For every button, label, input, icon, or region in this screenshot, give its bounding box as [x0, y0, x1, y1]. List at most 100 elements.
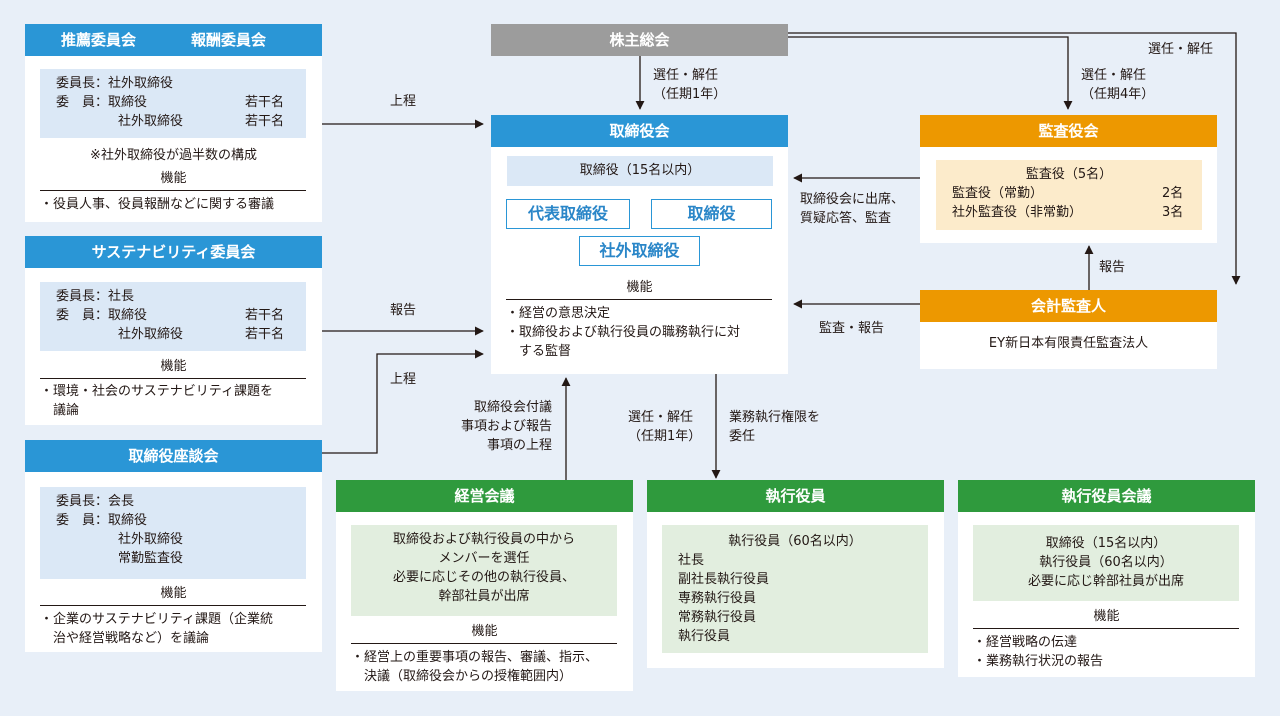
representative-director-tag: 代表取締役 [506, 199, 630, 229]
officer-rank: 社長 [678, 553, 705, 568]
sustainability-committee-header: サステナビリティ委員会 [25, 236, 322, 268]
board-of-directors-box: 取締役会 取締役（15名以内） 代表取締役 取締役 社外取締役 機能 ・経営の意… [491, 115, 788, 374]
function-item: ・業務執行状況の報告 [973, 654, 1104, 669]
label-report: 報告 [390, 303, 417, 318]
divider [351, 643, 617, 644]
label-elect-board-term: （任期1年） [653, 87, 727, 102]
executive-meeting-desc-panel: 取締役（15名以内） 執行役員（60名以内） 必要に応じ幹部社員が出席 [973, 525, 1239, 601]
audit-board-box: 監査役会 監査役（5名） 監査役（常勤） 2名 社外監査役（非常勤） 3名 [920, 115, 1217, 243]
label-report-up: 上程 [390, 372, 417, 387]
label-report-up: 上程 [390, 94, 417, 109]
label-audit-report: 監査・報告 [819, 321, 885, 336]
function-item: ・取締役および執行役員の職務執行に対 [506, 325, 741, 340]
function-item: ・経営上の重要事項の報告、審議、指示、 [351, 650, 599, 665]
member-role: 社外取締役 [118, 327, 184, 342]
nomination-compensation-header: 推薦委員会 報酬委員会 [25, 24, 322, 56]
desc-line: 取締役（15名以内） [1045, 536, 1167, 551]
function-item: する監督 [519, 344, 572, 359]
director-tag: 取締役 [651, 199, 772, 229]
audit-board-header: 監査役会 [920, 115, 1217, 147]
member-role: 社外監査役（非常勤） [952, 205, 1083, 220]
divider [40, 378, 306, 379]
desc-line: メンバーを選任 [438, 551, 530, 566]
member-count: 2名 [1162, 186, 1184, 201]
accounting-auditor-header: 会計監査人 [920, 290, 1217, 322]
nomination-note: ※社外取締役が過半数の構成 [90, 148, 257, 163]
desc-line: 必要に応じ幹部社員が出席 [1027, 574, 1184, 589]
label-council-items: 取締役会付議 [473, 400, 552, 415]
function-label: 機能 [1093, 609, 1120, 624]
label-elect-exec-term: （任期1年） [628, 429, 702, 444]
member-role: 社外取締役 [118, 114, 184, 129]
function-label: 機能 [160, 171, 187, 186]
executive-officers-panel: 執行役員（60名以内） 社長 副社長執行役員 専務執行役員 常務執行役員 執行役… [662, 525, 928, 653]
label-elect-accounting: 選任・解任 [1148, 42, 1214, 57]
function-label: 機能 [160, 359, 187, 374]
member-count: 若干名 [245, 327, 285, 342]
desc-line: 執行役員（60名以内） [1039, 555, 1173, 570]
audit-board-composition: 監査役（5名） [1025, 167, 1113, 182]
officer-rank: 副社長執行役員 [678, 572, 770, 587]
function-item: 決議（取締役会からの授権範囲内） [364, 669, 573, 684]
member-count: 若干名 [245, 95, 285, 110]
executive-meeting-header: 執行役員会議 [958, 480, 1255, 512]
executive-officers-composition: 執行役員（60名以内） [728, 534, 862, 549]
label-delegate: 委任 [729, 429, 756, 444]
label-elect-board: 選任・解任 [653, 68, 719, 83]
board-composition: 取締役（15名以内） [507, 156, 773, 186]
divider [40, 190, 306, 191]
label-elect-auditors-term: （任期4年） [1081, 87, 1155, 102]
member-role: 常勤監査役 [118, 551, 184, 566]
accounting-auditor-name: EY新日本有限責任監査法人 [988, 336, 1149, 351]
desc-line: 幹部社員が出席 [438, 589, 530, 604]
member-role: 委 員：取締役 [56, 95, 148, 110]
function-label: 機能 [471, 624, 498, 639]
function-item: 議論 [53, 403, 80, 418]
function-item: ・役員人事、役員報酬などに関する審議 [40, 197, 275, 212]
label-accounting-report: 報告 [1099, 260, 1126, 275]
officer-rank: 専務執行役員 [678, 591, 757, 606]
label-elect-auditors: 選任・解任 [1081, 68, 1147, 83]
officer-rank: 常務執行役員 [678, 610, 757, 625]
label-elect-exec: 選任・解任 [628, 410, 694, 425]
member-role: 委員長：社長 [56, 289, 135, 304]
member-count: 若干名 [245, 308, 285, 323]
label-auditors-to-board: 取締役会に出席、 [800, 192, 905, 207]
nomination-committee-title: 推薦委員会 [61, 31, 137, 49]
function-item: ・環境・社会のサステナビリティ課題を [40, 384, 273, 399]
label-auditors-to-board: 質疑応答、監査 [800, 211, 892, 226]
function-item: ・企業のサステナビリティ課題（企業統 [40, 612, 273, 627]
desc-line: 必要に応じその他の執行役員、 [392, 570, 575, 585]
label-council-items: 事項の上程 [486, 438, 552, 453]
member-role: 社外取締役 [118, 532, 184, 547]
member-role: 委員長：社外取締役 [56, 76, 174, 91]
shareholders-meeting-header: 株主総会 [491, 24, 788, 56]
divider [973, 628, 1239, 629]
member-count: 若干名 [245, 114, 285, 129]
label-delegate: 業務執行権限を [729, 410, 821, 425]
executive-officers-header: 執行役員 [647, 480, 944, 512]
outside-director-tag: 社外取締役 [579, 236, 700, 266]
directors-meeting-header: 取締役座談会 [25, 440, 322, 472]
nomination-members-panel: 委員長：社外取締役 委 員：取締役 若干名 社外取締役 若干名 [40, 69, 306, 138]
arrow-directors-meeting-to-board [322, 349, 484, 454]
executive-officers-box: 執行役員 執行役員（60名以内） 社長 副社長執行役員 専務執行役員 常務執行役… [647, 480, 944, 668]
divider [506, 299, 772, 300]
member-role: 監査役（常勤） [952, 186, 1044, 201]
member-role: 委 員：取締役 [56, 513, 148, 528]
function-item: 治や経営戦略など）を議論 [53, 631, 210, 646]
sustainability-committee-box: サステナビリティ委員会 委員長：社長 委 員：取締役 若干名 社外取締役 若干名… [25, 236, 322, 425]
function-item: ・経営の意思決定 [506, 306, 611, 321]
divider [40, 605, 306, 606]
function-item: ・経営戦略の伝達 [973, 635, 1078, 650]
member-count: 3名 [1162, 205, 1184, 220]
function-label: 機能 [160, 586, 187, 601]
audit-board-members-panel: 監査役（5名） 監査役（常勤） 2名 社外監査役（非常勤） 3名 [936, 160, 1202, 230]
member-role: 委 員：取締役 [56, 308, 148, 323]
management-council-header: 経営会議 [336, 480, 633, 512]
directors-meeting-box: 取締役座談会 委員長：会長 委 員：取締役 社外取締役 常勤監査役 機能 ・企業… [25, 440, 322, 652]
arrow-shareholders-to-accounting [788, 32, 1241, 285]
directors-meeting-members-panel: 委員長：会長 委 員：取締役 社外取締役 常勤監査役 [40, 487, 306, 579]
